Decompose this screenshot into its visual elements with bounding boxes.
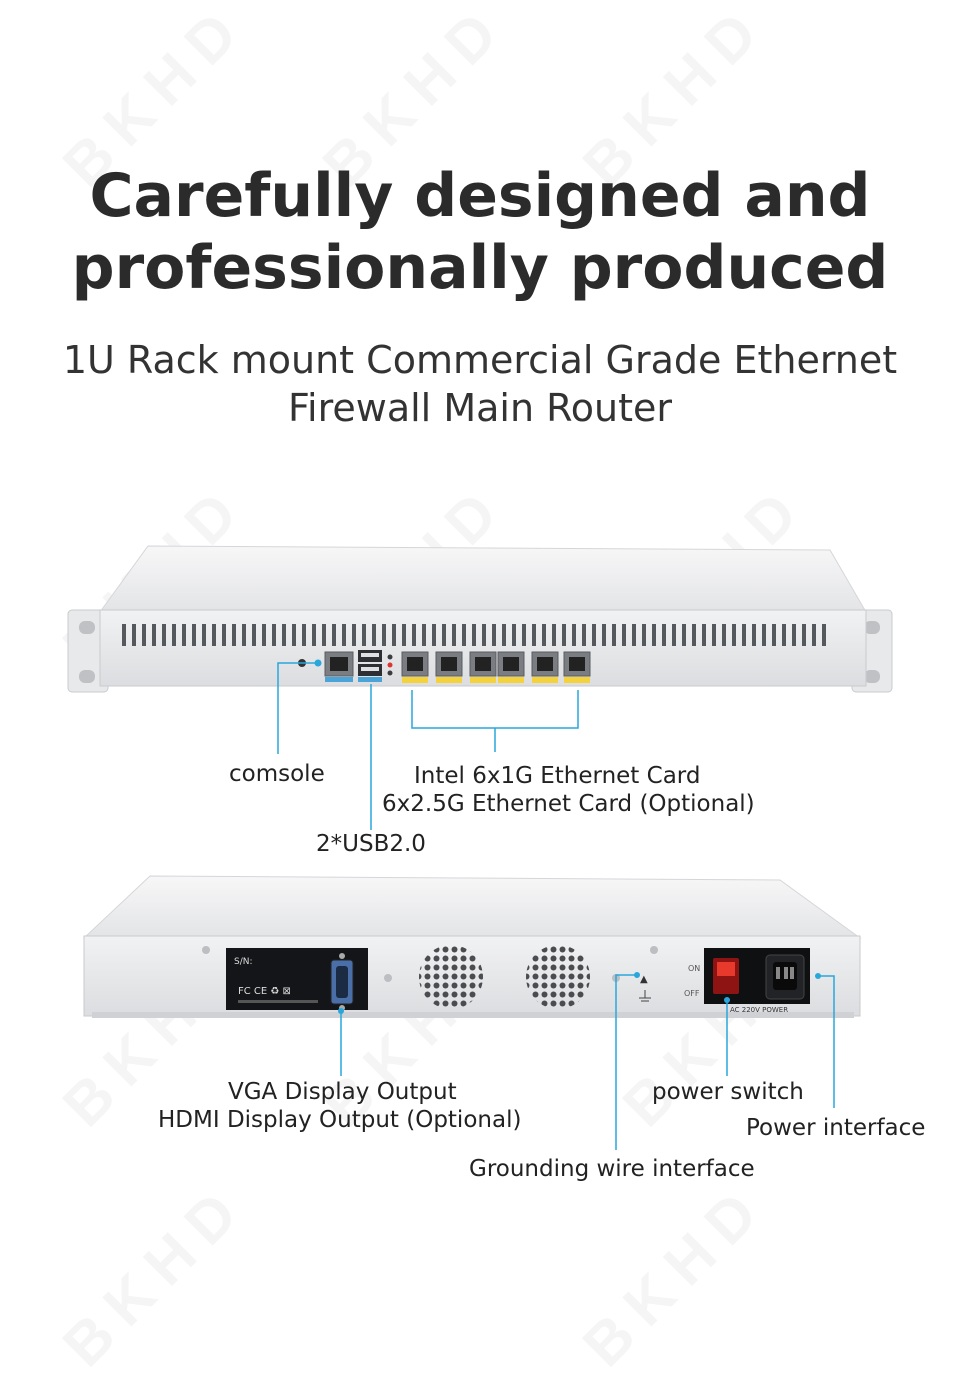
power-rating-label: AC 220V POWER [730,1006,788,1014]
fan-grill [419,945,483,1009]
usb-label: 2*USB2.0 [316,831,426,857]
lan-port [497,651,525,683]
vga-panel: S/N: FC CE ♻ ⊠ [226,948,368,1011]
power-module: ON OFF AC 220V POWER [684,948,810,1014]
subtitle-line: Firewall Main Router [287,386,673,430]
title-line: professionally produced [71,233,889,303]
lan-port [469,651,497,683]
svg-text:▲: ▲ [640,974,648,985]
vga-label-line1: VGA Display Output [228,1079,457,1105]
page-subtitle: 1U Rack mount Commercial Grade Ethernet … [0,336,960,432]
title-line: Carefully designed and [89,161,871,231]
svg-text:FC CE ♻ ⊠: FC CE ♻ ⊠ [238,986,291,997]
ethernet-label-line1: Intel 6x1G Ethernet Card [414,763,701,789]
front-chassis [67,545,893,693]
callout-dots [338,972,821,1014]
grounding-label: Grounding wire interface [469,1156,755,1182]
ethernet-label-line2: 6x2.5G Ethernet Card (Optional) [382,791,755,817]
front-callouts [277,662,579,830]
front-ports [298,650,591,683]
power-interface-label: Power interface [746,1115,926,1141]
lan-port [531,651,559,683]
lan-port [563,651,591,683]
power-switch-label: power switch [652,1079,804,1105]
sn-label: S/N: [234,957,253,967]
vga-label-line2: HDMI Display Output (Optional) [158,1107,522,1133]
console-label: comsole [229,761,325,787]
rear-callouts [340,974,835,1150]
on-label: ON [688,964,700,973]
off-label: OFF [684,989,700,998]
page-title: Carefully designed and professionally pr… [0,160,960,304]
lan-port [401,651,429,683]
subtitle-line: 1U Rack mount Commercial Grade Ethernet [62,338,898,382]
lan-port [435,651,463,683]
fan-grill [526,945,590,1009]
